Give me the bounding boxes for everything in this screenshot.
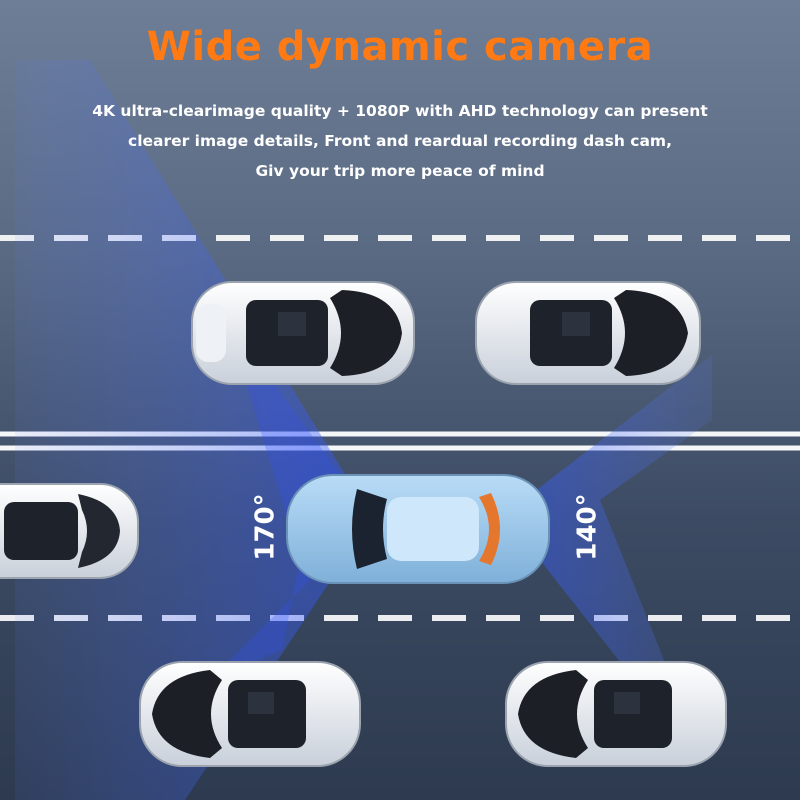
car-bottom-right [505, 661, 727, 767]
main-car [286, 474, 550, 584]
description-line-2: clearer image details, Front and reardua… [128, 132, 672, 150]
car-top-right [475, 281, 701, 385]
headline: Wide dynamic camera [146, 24, 654, 70]
rear-angle-label: 140° [572, 493, 603, 561]
car-bottom-left [139, 661, 361, 767]
car-top-left [191, 281, 415, 385]
camera-beam-rear-icon [500, 355, 712, 700]
description-line-3: Giv your trip more peace of mind [255, 162, 545, 180]
car-middle-left [0, 483, 139, 579]
description-line-1: 4K ultra-clearimage quality + 1080P with… [92, 102, 708, 120]
front-angle-label: 170° [250, 493, 281, 561]
